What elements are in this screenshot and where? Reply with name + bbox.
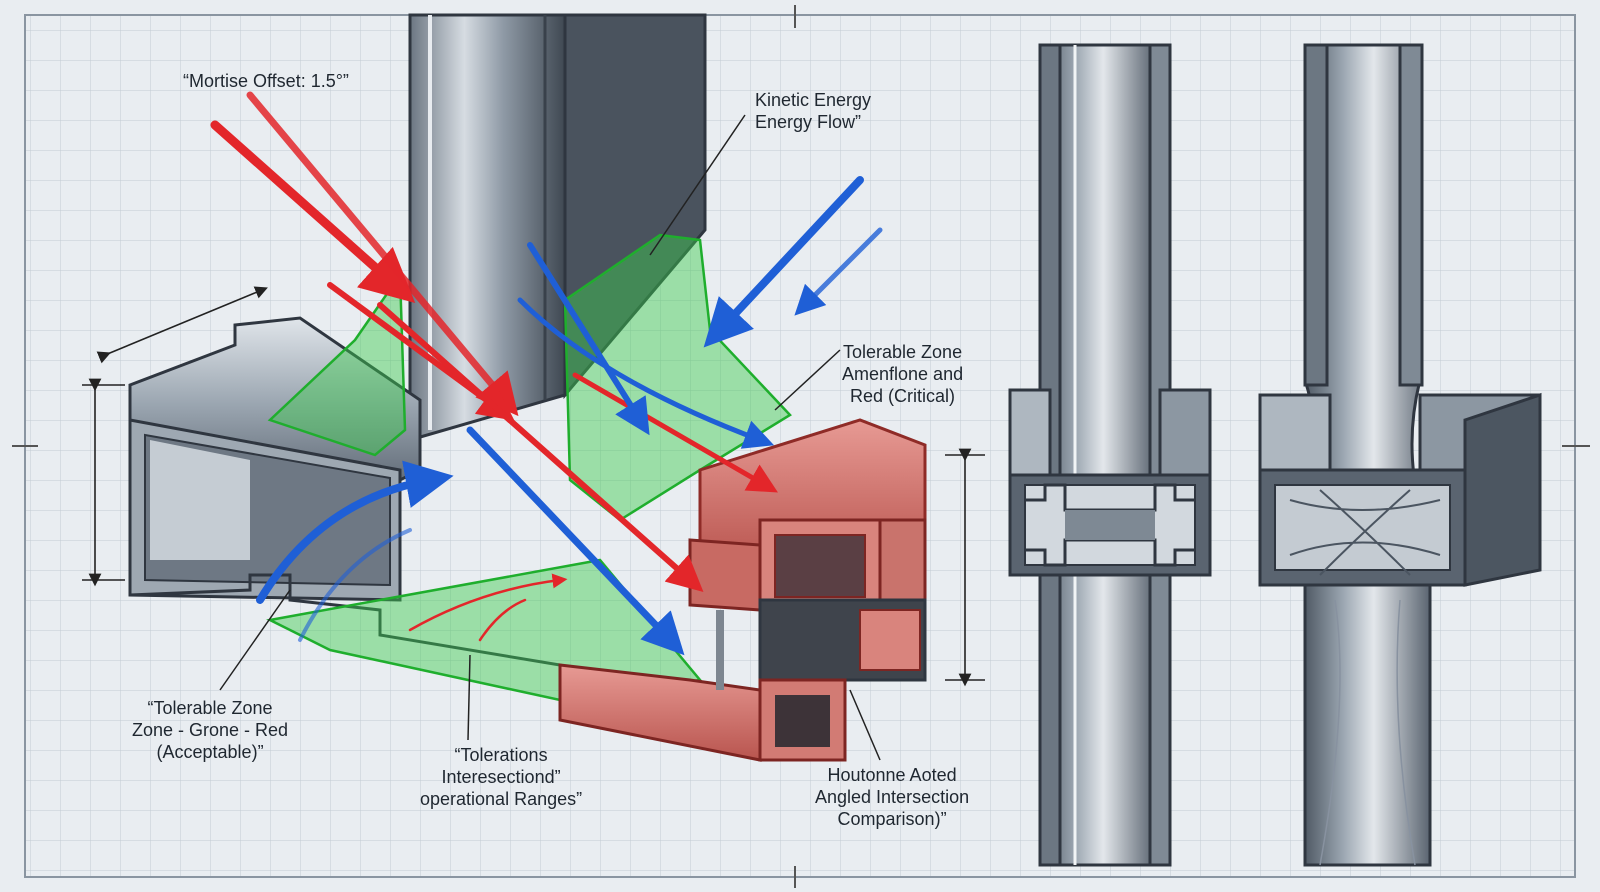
red-arrow-icon [210,91,778,642]
leader-lines [219,114,881,761]
dimension-lines [82,286,985,687]
label-tolerations: “Tolerations Interesectiond” operational… [420,744,582,810]
tolerable-critical-line3: Red (Critical) [850,386,956,406]
tolerable-acceptable-line1: “Tolerable Zone [147,698,273,718]
kinetic-energy-line2: Energy Flow” [755,112,862,132]
tolerable-acceptable-line3: (Acceptable)” [156,742,264,762]
label-kinetic-energy: Kinetic Energy Energy Flow” [755,89,871,133]
kinetic-energy-line1: Kinetic Energy [755,90,872,110]
tolerations-line3: operational Ranges” [420,789,583,809]
registration-marks [12,5,1590,888]
angled-profile [1258,43,1542,867]
green-zone-right [563,233,792,522]
label-angled-intersection: Houtonne Aoted Angled Intersection Compa… [815,764,969,830]
label-mortise-offset: “Mortise Offset: 1.5°” [183,70,349,92]
comparison-line2: Angled Intersection [815,787,970,807]
label-tolerable-zone-acceptable: “Tolerable Zone Zone - Grone - Red (Acce… [132,697,288,763]
straight-profile [1008,43,1212,867]
blue-arrow-icon [256,176,883,656]
tolerations-line1: “Tolerations [454,745,548,765]
mullion-side-face [563,13,707,400]
tolerable-critical-line2: Amenflone and [842,364,964,384]
tolerations-line2: Interesectiond” [441,767,561,787]
mortise-offset-text: “Mortise Offset: 1.5°” [183,71,349,91]
green-zone-left [267,271,407,457]
tolerable-critical-line1: Tolerable Zone [843,342,963,362]
tolerable-acceptable-line2: Zone - Grone - Red [132,720,289,740]
comparison-line3: Comparison)” [837,809,947,829]
comparison-line1: Houtonne Aoted [827,765,957,785]
label-tolerable-zone-critical: Tolerable Zone Amenflone and Red (Critic… [842,341,963,407]
